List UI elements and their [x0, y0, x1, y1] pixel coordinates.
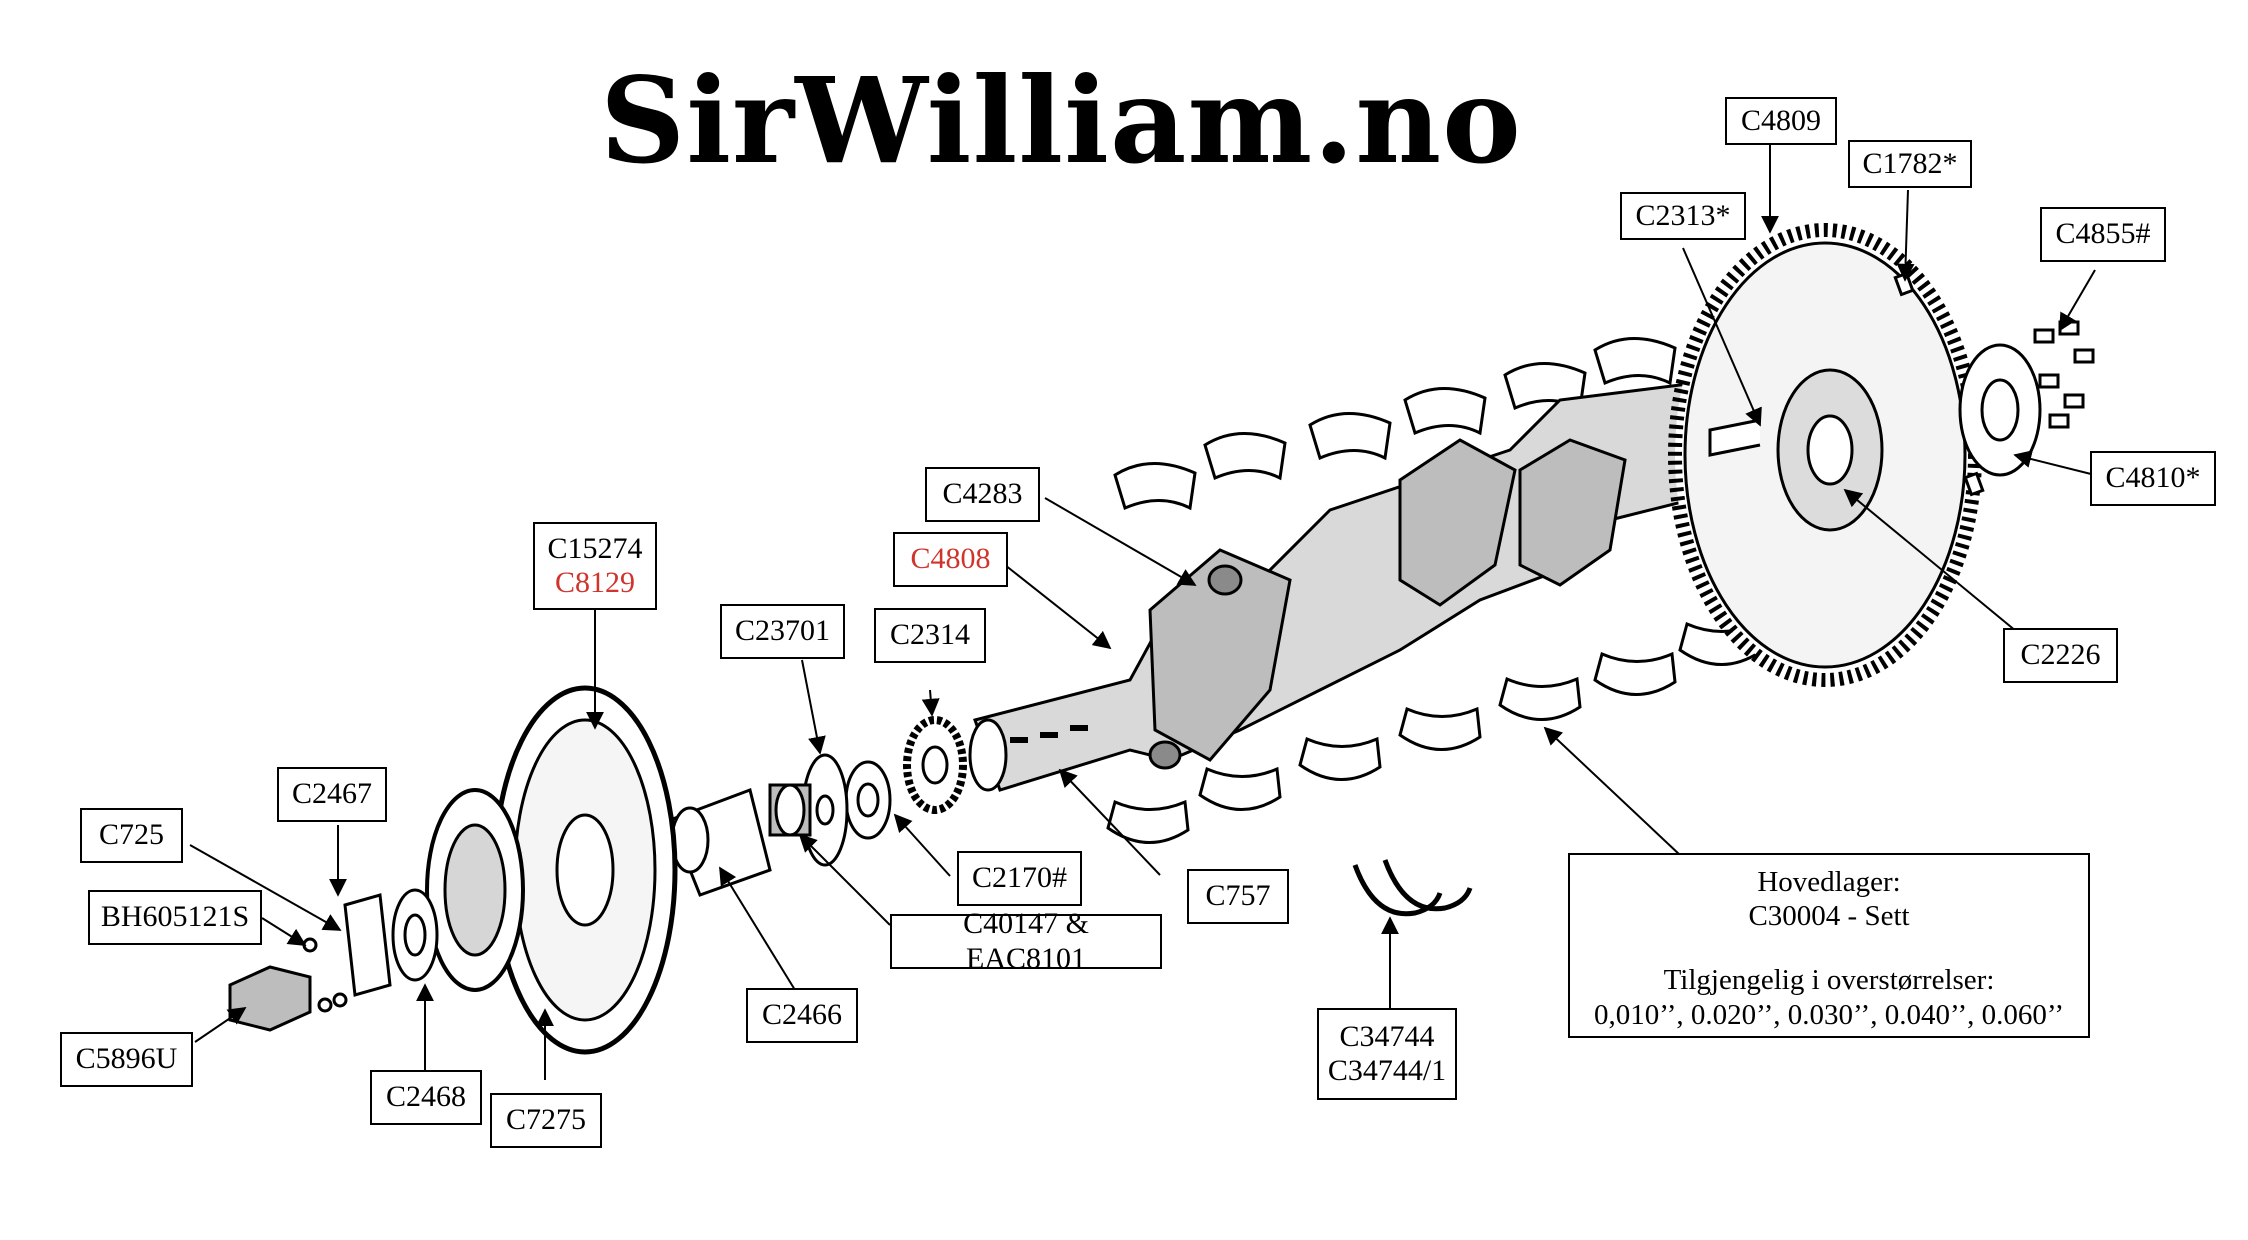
label-text: C4283 [942, 477, 1023, 511]
label-text: C4855# [2055, 217, 2151, 251]
label-c1782: C1782* [1848, 140, 1972, 188]
label-text: C2466 [761, 998, 842, 1032]
label-text: C2314 [889, 618, 970, 652]
label-c4283: C4283 [925, 467, 1040, 522]
flywheel-bolts [2033, 320, 2095, 429]
label-text: C23701 [734, 614, 830, 648]
distance-piece [844, 760, 892, 840]
crankshaft [968, 378, 1762, 792]
note-oversize-title: Tilgjengelig i overstørrelser: [1663, 964, 1995, 997]
label-text: C4810* [2105, 461, 2201, 495]
main-bearing-note: Hovedlager: C30004 - Sett Tilgjengelig i… [1568, 853, 2090, 1038]
label-text: C725 [98, 818, 164, 852]
lock-plate [1958, 343, 2042, 477]
label-c23701: C23701 [720, 604, 845, 659]
label-c4809: C4809 [1725, 97, 1837, 145]
label-c5896u: C5896U [60, 1032, 193, 1087]
note-spacer [1570, 933, 2088, 963]
label-text: C1782* [1862, 146, 1958, 180]
label-text: C4808 [910, 542, 991, 576]
label-c40147-eac8101: C40147 & EAC8101 [890, 907, 1162, 975]
label-c2467: C2467 [277, 767, 387, 822]
label-c34744: C34744 C34744/1 [1317, 1008, 1457, 1100]
thrust-washers [1352, 859, 1473, 917]
label-text: C40147 & EAC8101 [963, 907, 1089, 975]
label-text: C2468 [385, 1080, 466, 1114]
washer [391, 888, 439, 982]
label-c725: C725 [80, 808, 183, 863]
label-text: C15274 [547, 531, 643, 565]
label-text-red: C8129 [554, 566, 635, 599]
label-text: C2226 [2020, 638, 2101, 672]
flywheel [1668, 223, 1982, 687]
label-text: C4809 [1740, 103, 1821, 137]
upper-bearing-shells [1113, 337, 1677, 511]
leader-lines [189, 145, 2096, 1085]
note-oversizes: 0,010’’, 0.020’’, 0.030’’, 0.040’’, 0.06… [1593, 998, 2065, 1031]
timing-gear [903, 716, 967, 814]
cone [668, 788, 772, 897]
note-title: Hovedlager: [1757, 866, 1901, 898]
label-c4855: C4855# [2040, 207, 2166, 262]
label-bh605121s: BH605121S [88, 890, 262, 945]
brand-logo: SirWilliam.no [600, 51, 1522, 190]
starting-dog-bolt [228, 965, 312, 1032]
lower-bearing-shells [1106, 621, 1762, 844]
pulley [425, 788, 525, 992]
label-c15274-c8129: C15274 C8129 [533, 522, 657, 610]
label-c2313: C2313* [1620, 192, 1746, 240]
label-text: BH605121S [100, 900, 250, 934]
label-text: C34744/1 [1327, 1054, 1447, 1087]
lock-washer [343, 893, 392, 997]
label-c7275: C7275 [490, 1093, 602, 1148]
label-c4810: C4810* [2090, 451, 2216, 506]
label-text: C2170# [971, 861, 1067, 895]
label-text: C34744 [1339, 1019, 1435, 1053]
label-c757: C757 [1187, 869, 1289, 924]
spacer [768, 783, 812, 837]
label-text: C757 [1205, 879, 1271, 913]
label-c2466: C2466 [746, 988, 858, 1043]
label-c2226: C2226 [2003, 628, 2118, 683]
label-c2170: C2170# [957, 851, 1082, 906]
label-c4808: C4808 [893, 532, 1008, 587]
label-text: C5896U [75, 1042, 178, 1076]
label-c2468: C2468 [370, 1070, 482, 1125]
label-text: C7275 [505, 1103, 586, 1137]
label-c2314: C2314 [874, 608, 986, 663]
label-text: C2467 [291, 777, 372, 811]
note-set: C30004 - Sett [1748, 900, 1910, 933]
label-text: C2313* [1635, 198, 1731, 232]
bolt-set-screws [302, 937, 348, 1013]
